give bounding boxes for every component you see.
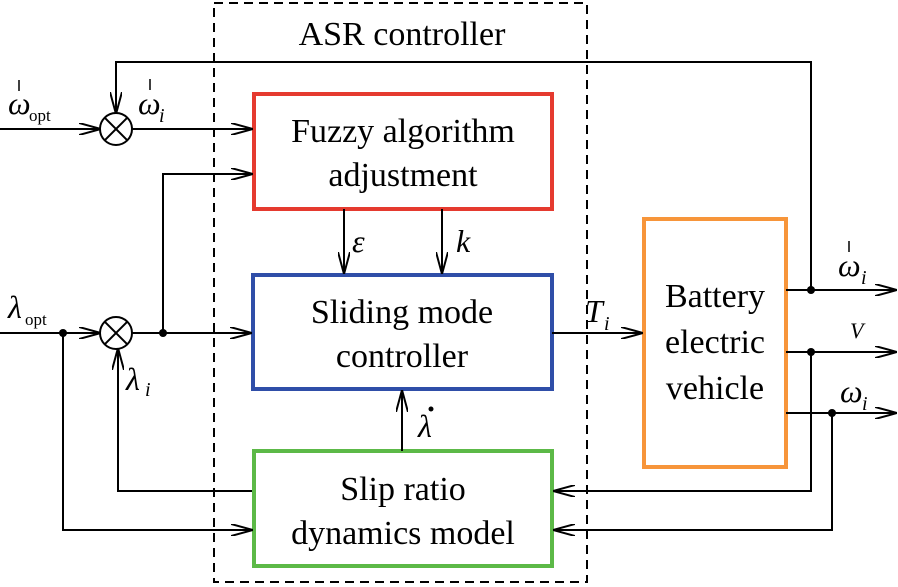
svg-text:i: i xyxy=(862,393,868,415)
asr-controller-title: ASR controller xyxy=(299,16,506,53)
svg-text:T: T xyxy=(585,293,605,329)
asr-controller-boundary xyxy=(213,2,588,583)
signal-omega-i-out: ω i xyxy=(840,373,868,415)
svg-text:ω: ω xyxy=(838,247,861,283)
bev-label-1: Battery xyxy=(665,278,765,315)
svg-text:opt: opt xyxy=(29,106,51,125)
slip-ratio-label-2: dynamics model xyxy=(291,515,515,552)
bev-label-3: vehicle xyxy=(666,370,764,407)
signal-omega-dot-i-top: ω i xyxy=(138,79,165,127)
svg-text:opt: opt xyxy=(25,310,47,329)
fuzzy-block-label-1: Fuzzy algorithm xyxy=(291,113,515,150)
signal-lines xyxy=(0,61,896,530)
svg-text:i: i xyxy=(145,379,151,401)
summing-junction-top xyxy=(99,112,133,146)
signal-lambda-opt: λ opt xyxy=(7,289,47,329)
svg-text:λ: λ xyxy=(417,408,432,444)
svg-text:λ: λ xyxy=(7,289,22,325)
svg-text:ω: ω xyxy=(840,373,863,409)
signal-T-i: T i xyxy=(585,293,610,335)
battery-electric-vehicle-block xyxy=(642,217,788,469)
sliding-mode-label-2: controller xyxy=(336,338,469,375)
fuzzy-block xyxy=(252,92,554,211)
svg-text:λ: λ xyxy=(125,361,140,397)
svg-text:i: i xyxy=(159,105,165,127)
bev-label-2: electric xyxy=(665,324,765,361)
summing-junction-bottom xyxy=(99,316,133,350)
signal-k: k xyxy=(456,223,471,259)
signal-omega-dot-opt: ω opt xyxy=(8,80,51,125)
fuzzy-block-label-2: adjustment xyxy=(328,157,478,194)
slip-ratio-label-1: Slip ratio xyxy=(340,471,466,508)
junction-dots xyxy=(59,286,836,417)
signal-omega-dot-i-out: ω i xyxy=(838,241,867,289)
signal-lambda-i: λ i xyxy=(125,361,151,401)
signal-epsilon: ε xyxy=(352,223,365,259)
svg-text:ω: ω xyxy=(138,85,161,121)
svg-text:i: i xyxy=(604,313,610,335)
signal-lambda-dot: λ xyxy=(417,406,434,444)
svg-text:i: i xyxy=(861,267,867,289)
sliding-mode-label-1: Sliding mode xyxy=(311,294,493,331)
signal-V: V xyxy=(850,318,866,343)
svg-text:ω: ω xyxy=(8,85,31,121)
